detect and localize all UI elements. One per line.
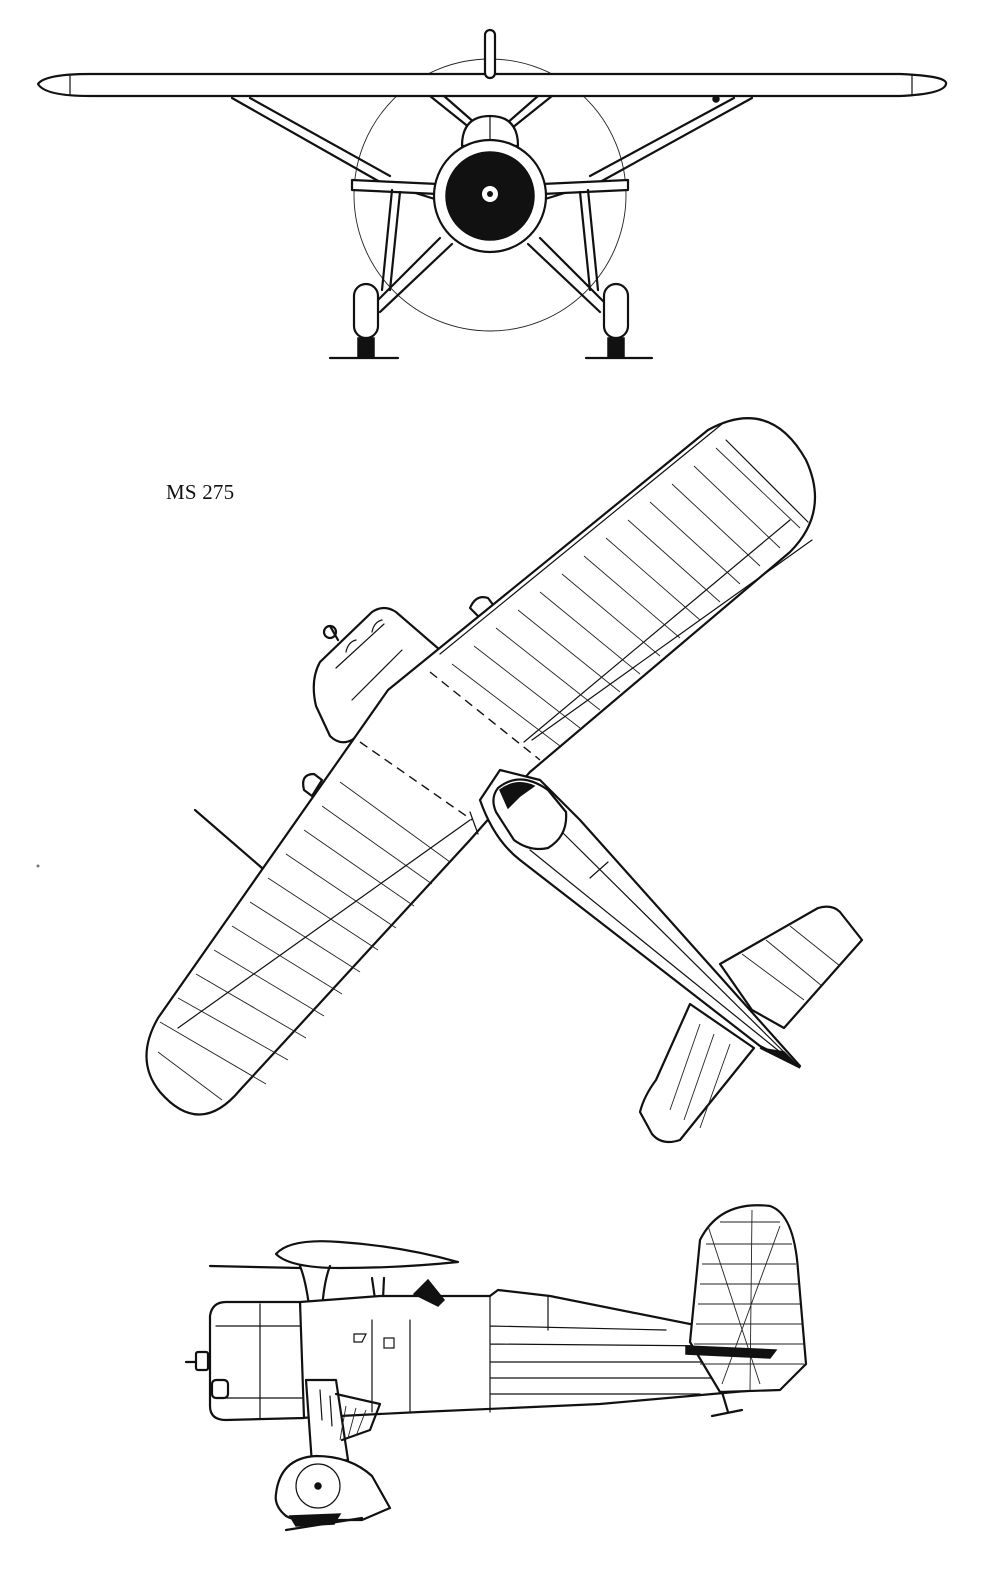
side-fin [688, 1204, 808, 1394]
front-landing-gear [370, 188, 610, 314]
side-engine-cowling [208, 1300, 306, 1422]
side-windscreen [412, 1278, 446, 1307]
side-view [184, 1204, 808, 1532]
model-label: MS 275 [166, 480, 235, 504]
front-cabane-struts [428, 94, 554, 130]
front-wheel-right [602, 282, 630, 340]
side-landing-gear [304, 1378, 350, 1466]
front-view [36, 28, 948, 360]
top-wing [145, 417, 817, 1116]
front-fin [483, 28, 497, 80]
top-view [36, 417, 864, 1144]
top-fuselage [478, 768, 802, 1068]
side-wing [274, 1240, 460, 1270]
top-tailplane [718, 905, 864, 1030]
front-wheel-left [352, 282, 380, 340]
top-tailplane-lower [638, 1002, 756, 1144]
side-wheel-spat [274, 1454, 392, 1523]
top-wing-ribs [157, 447, 801, 1101]
